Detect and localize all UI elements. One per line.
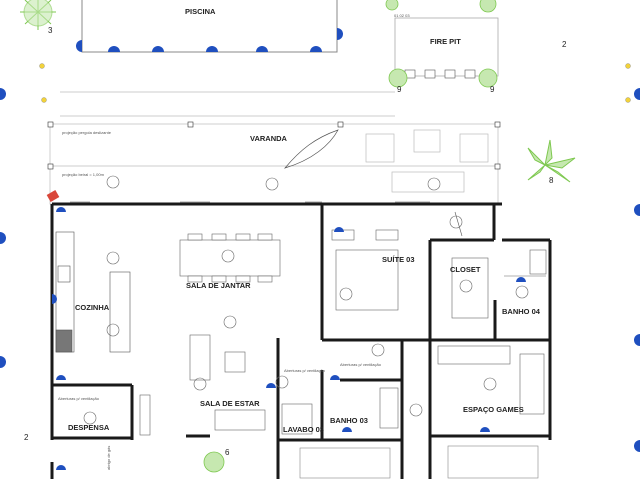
pool-label: PISCINA (185, 7, 216, 16)
varanda-area (49, 91, 499, 205)
marker-2-left: 2 (24, 433, 29, 442)
tree-icon (20, 0, 56, 30)
plant-icon (388, 68, 408, 88)
dining-table (179, 233, 281, 283)
kitchen-label: COZINHA (75, 303, 110, 312)
plant-icon (479, 0, 497, 13)
living-label: SALA DE ESTAR (200, 399, 260, 408)
bath04-label: BANHO 04 (502, 307, 541, 316)
suite-label: SUÍTE 03 (382, 255, 415, 264)
fire-pit-codes: 01 02 03 (394, 13, 410, 18)
bath03-label: BANHO 03 (330, 416, 368, 425)
despensa-label: DESPENSA (68, 423, 110, 432)
ventilation-note-1: Aberturas p/ ventilação (284, 368, 326, 373)
closet-label: CLOSET (450, 265, 481, 274)
games-label: ESPAÇO GAMES (463, 405, 524, 414)
windows (70, 201, 463, 237)
marker-3: 3 (48, 26, 53, 35)
varanda-label: VARANDA (250, 134, 288, 143)
pergola-note: projeção pergola deslizante (62, 130, 112, 135)
leaf-sculpture (283, 129, 339, 169)
ventilation-note-2: Aberturas p/ ventilação (340, 362, 382, 367)
pool (76, 0, 343, 53)
pergola-posts (47, 121, 501, 170)
house-walls (50, 202, 552, 479)
ventilation-note-3: Aberturas p/ ventilação (58, 396, 100, 401)
bath-fixtures (281, 387, 399, 435)
closet-shelves (451, 257, 489, 319)
grill-icon (46, 190, 60, 202)
marker-6: 6 (225, 448, 230, 457)
games-furniture (437, 345, 545, 415)
living-furniture (139, 334, 266, 436)
edge-lights (0, 88, 640, 452)
marker-9-left: 9 (397, 85, 402, 94)
ceiling-lights (83, 175, 529, 425)
kitchen-fixtures (55, 231, 131, 353)
bath04-fixtures (504, 249, 547, 277)
palm-tree-icon (527, 139, 576, 183)
beiral-note: projeção beiral = 1,00m (62, 172, 105, 177)
dining-label: SALA DE JANTAR (186, 281, 251, 290)
marker-9-right: 9 (490, 85, 495, 94)
fire-pit-label: FIRE PIT (430, 37, 461, 46)
interior-lights (52, 207, 526, 470)
garden-lights (39, 63, 631, 103)
plant-icon (385, 0, 399, 11)
plant-icon (203, 451, 225, 473)
fire-pit (385, 0, 499, 88)
bottom-furniture (299, 445, 539, 479)
plant-icon (478, 68, 498, 88)
gas-note: abrigo de gás (106, 446, 111, 470)
lavabo-label: LAVABO 03 (283, 425, 324, 434)
marker-2-right: 2 (562, 40, 567, 49)
marker-8: 8 (549, 176, 554, 185)
